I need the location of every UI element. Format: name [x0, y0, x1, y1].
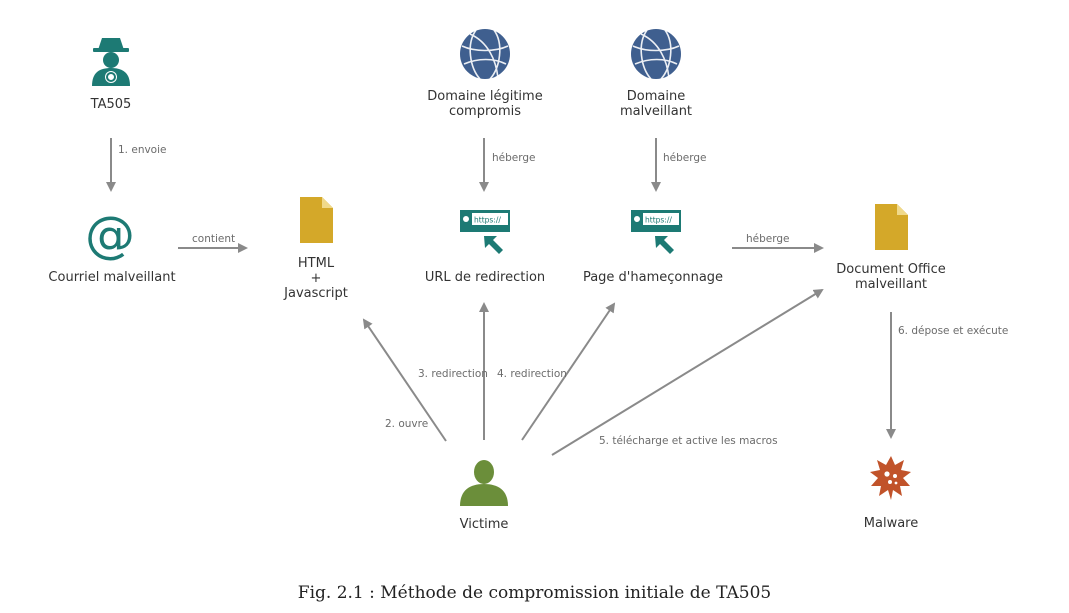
edge-label-redirection-3: 3. redirection — [418, 368, 488, 380]
edge-label-redirection-4: 4. redirection — [497, 368, 567, 380]
node-label-mal-domain: Domaine malveillant — [620, 89, 692, 119]
node-label-line: Domaine légitime — [427, 89, 543, 104]
edge-label-heberge: héberge — [746, 233, 790, 245]
node-label-line: HTML — [297, 256, 335, 271]
malware-icon — [870, 456, 911, 500]
at-sign-icon: @ — [85, 206, 135, 264]
node-label-redirect-url: URL de redirection — [424, 270, 546, 285]
node-label-phishing: Page d'hameçonnage — [582, 270, 724, 285]
figure-caption: Fig. 2.1 : Méthode de compromission init… — [297, 583, 772, 603]
edge-label-envoie: 1. envoie — [118, 144, 167, 156]
url-text: https:// — [645, 216, 672, 225]
edge-label-macros: 5. télécharge et active les macros — [599, 435, 778, 447]
node-label-legit-domain: Domaine légitime compromis — [427, 89, 542, 119]
url-bar-icon: https:// — [460, 210, 510, 254]
edge-label-contient: contient — [192, 233, 236, 245]
globe-icon — [631, 29, 681, 80]
node-label-html: HTML + Javascript — [284, 256, 348, 301]
url-bar-icon: https:// — [631, 210, 681, 254]
spy-icon — [92, 38, 130, 86]
edge-label-heberge: héberge — [663, 152, 707, 164]
document-icon — [875, 204, 908, 250]
node-label-line: + — [310, 271, 322, 286]
node-label-line: compromis — [448, 104, 522, 119]
edge-victim-to-html — [362, 318, 447, 442]
node-label-email: Courriel malveillant — [48, 270, 176, 285]
node-label-office-doc: Document Office malveillant — [836, 262, 945, 292]
edge-label-depose: 6. dépose et exécute — [898, 325, 1009, 337]
edge-victim-to-office — [551, 288, 824, 456]
url-text: https:// — [474, 216, 501, 225]
node-label-line: malveillant — [619, 104, 693, 119]
node-label-line: Javascript — [284, 286, 348, 301]
svg-text:@: @ — [85, 206, 135, 264]
edge-label-ouvre: 2. ouvre — [385, 418, 429, 430]
person-icon — [460, 460, 508, 506]
globe-icon — [460, 29, 510, 80]
edge-victim-to-phishing — [521, 302, 616, 441]
edge-label-heberge: héberge — [492, 152, 536, 164]
node-label-ta505: TA505 — [90, 97, 132, 112]
node-label-line: Domaine — [626, 89, 686, 104]
node-label-malware: Malware — [863, 516, 919, 531]
node-label-line: malveillant — [854, 277, 928, 292]
node-label-victim: Victime — [459, 517, 509, 532]
node-label-line: Document Office — [836, 262, 946, 277]
document-icon — [300, 197, 333, 243]
